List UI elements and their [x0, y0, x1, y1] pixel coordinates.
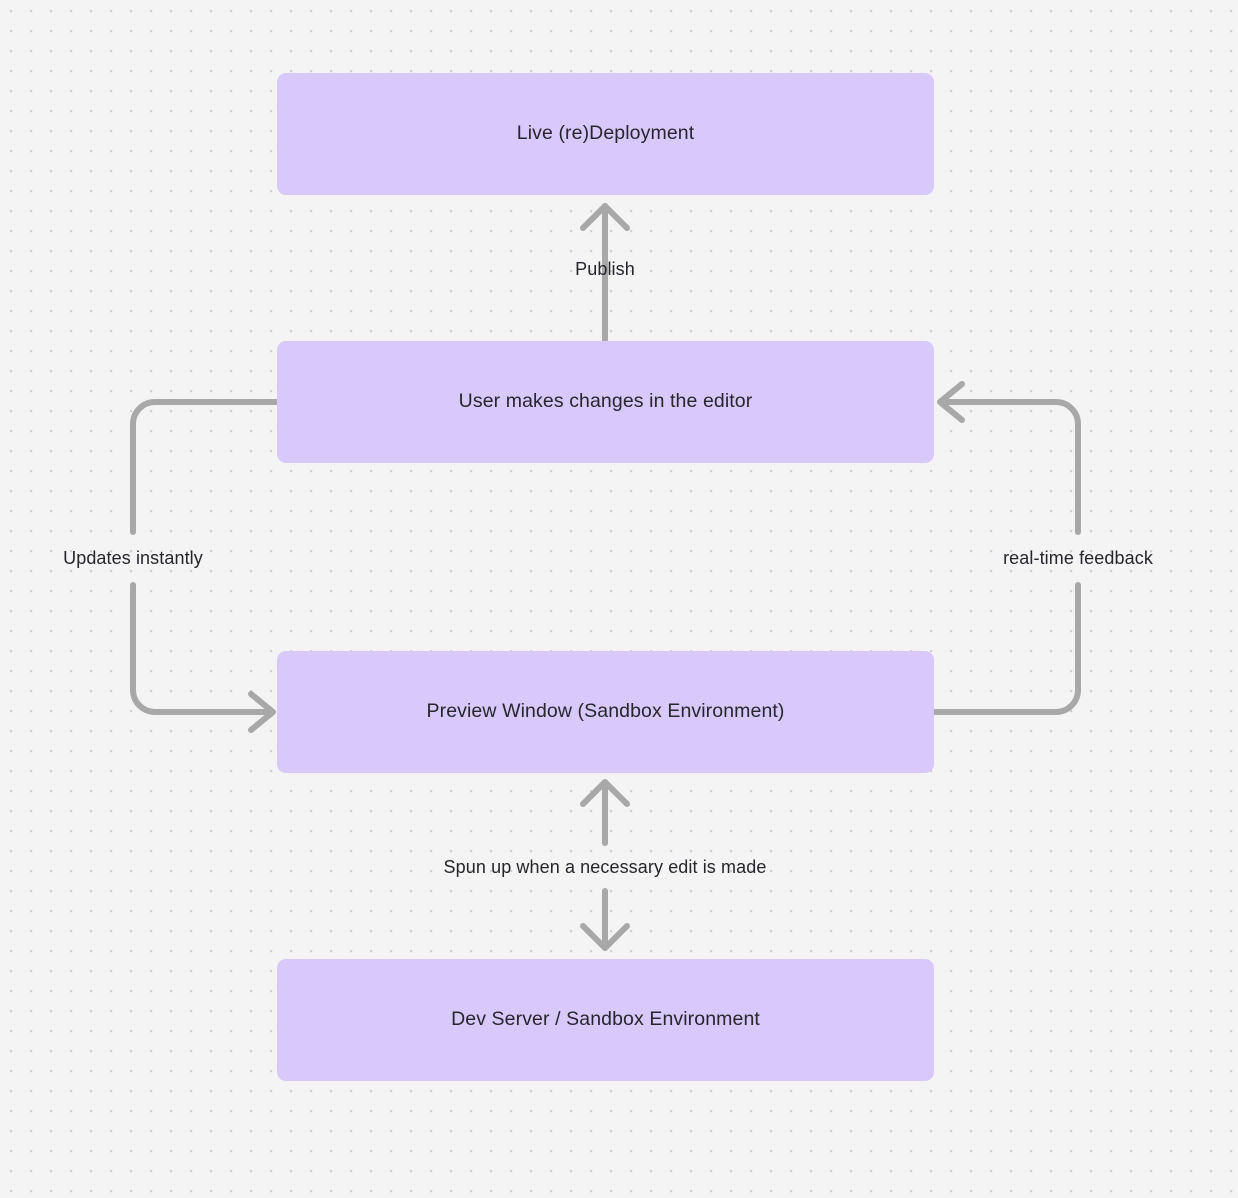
- edge-updates-instantly-path-upper: [130, 399, 280, 535]
- node-live-deployment[interactable]: Live (re)Deployment: [277, 73, 934, 195]
- edge-real-time-feedback-path-upper: [942, 399, 1081, 535]
- edge-label-spun-up: Spun up when a necessary edit is made: [443, 857, 767, 877]
- edge-label-real-time-feedback: real-time feedback: [1003, 548, 1153, 568]
- node-preview-window-label: Preview Window (Sandbox Environment): [426, 700, 785, 723]
- edge-label-updates-instantly: Updates instantly: [63, 548, 203, 568]
- node-dev-server-label: Dev Server / Sandbox Environment: [451, 1008, 760, 1031]
- edge-updates-instantly-path-lower: [130, 582, 271, 715]
- edge-updates-instantly-arrowhead-icon: [248, 691, 276, 733]
- edge-real-time-feedback-arrowhead-icon: [937, 381, 965, 423]
- edge-real-time-feedback-path-lower: [931, 582, 1081, 715]
- edge-spun-up-arrowhead-down-icon: [580, 923, 630, 951]
- node-user-edits[interactable]: User makes changes in the editor: [277, 341, 934, 463]
- node-preview-window[interactable]: Preview Window (Sandbox Environment): [277, 651, 934, 773]
- node-dev-server[interactable]: Dev Server / Sandbox Environment: [277, 959, 934, 1081]
- edge-spun-up-arrowhead-up-icon: [580, 779, 630, 807]
- edge-publish-arrowhead-icon: [580, 203, 630, 231]
- node-user-edits-label: User makes changes in the editor: [458, 390, 753, 413]
- node-live-deployment-label: Live (re)Deployment: [516, 122, 695, 145]
- edge-label-publish: Publish: [575, 259, 635, 279]
